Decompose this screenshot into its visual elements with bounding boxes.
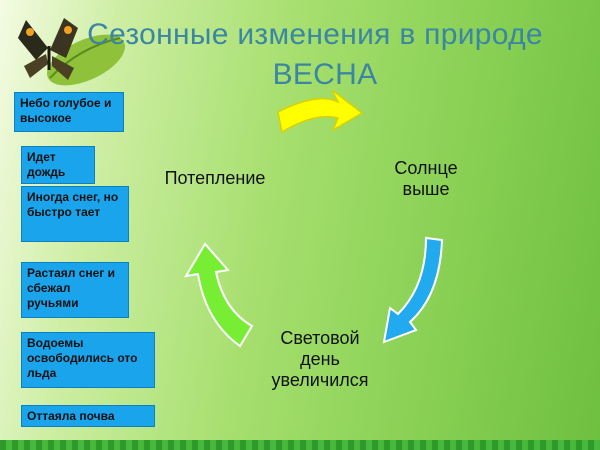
arrow-right (382, 236, 444, 344)
fact-box: Оттаяла почва (21, 405, 155, 427)
fact-box: Небо голубое и высокое (14, 92, 124, 132)
title-line-1: Сезонные изменения в природе (87, 18, 543, 51)
fact-box: Иногда снег, но быстро тает (21, 186, 129, 242)
title-line-2: ВЕСНА (272, 58, 378, 91)
node-daylight-longer: Световой день увеличился (271, 328, 369, 390)
node-warming: Потепление (164, 168, 266, 188)
arrow-left (184, 242, 254, 348)
fact-box: Идет дождь (21, 146, 95, 184)
bottom-bar (0, 440, 600, 450)
fact-box: Водоемы освободились ото льда (21, 332, 155, 388)
fact-box: Растаял снег и сбежал ручьями (21, 262, 129, 318)
arrow-top (277, 89, 364, 134)
butterfly-icon (18, 18, 125, 86)
node-sun-higher: Солнце выше (394, 158, 458, 199)
